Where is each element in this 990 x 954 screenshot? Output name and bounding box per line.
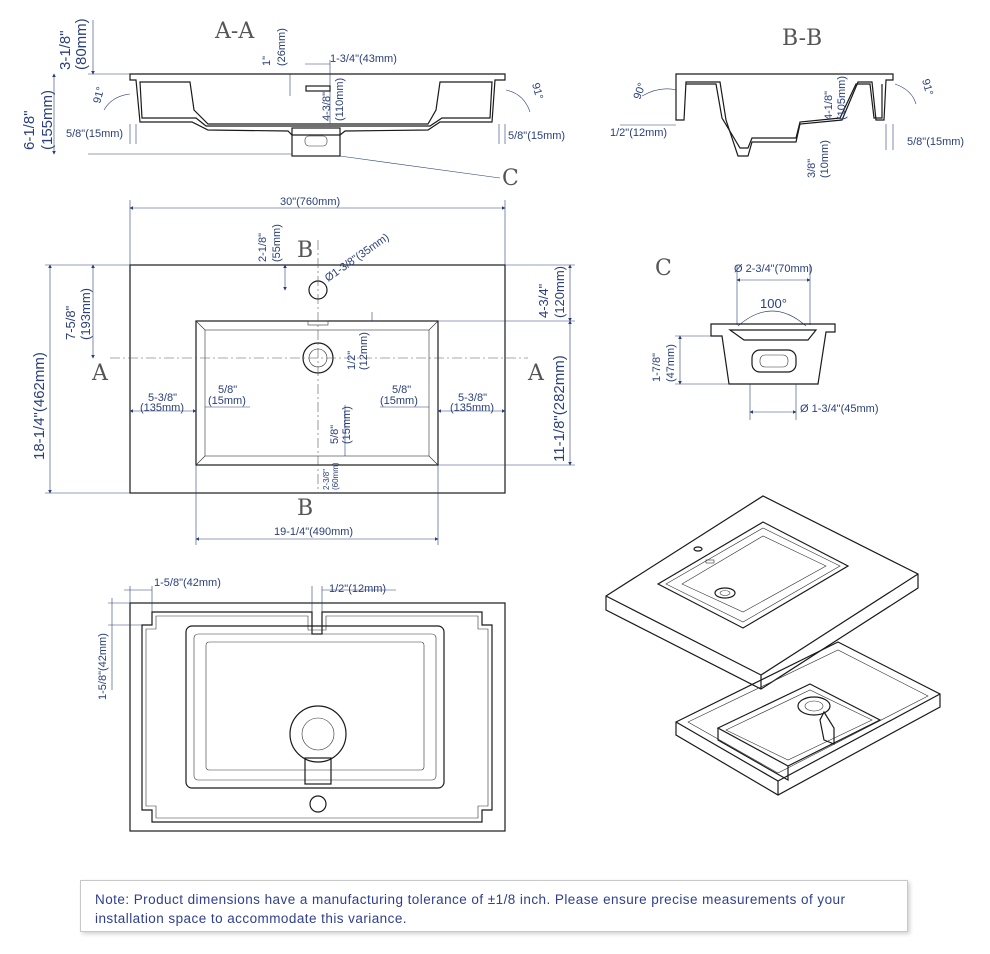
top-tap-mm: (55mm) bbox=[271, 224, 283, 262]
aa-total-mm: (155mm) bbox=[39, 90, 56, 150]
top-back: 7-5/8" bbox=[63, 305, 78, 340]
top-depth: 18-1/4"(462mm) bbox=[31, 352, 48, 460]
aa-depth: 4-3/8" bbox=[321, 92, 333, 121]
section-b-bottom: B bbox=[297, 496, 313, 521]
c-height-mm: (47mm) bbox=[665, 344, 677, 382]
top-front-lip-mm: (60mm) bbox=[331, 462, 340, 490]
bottom-view: 1-5/8"(42mm) 1/2"(12mm) 1-5/8"(42mm) bbox=[97, 577, 506, 832]
section-b-top: B bbox=[297, 238, 313, 263]
top-side-right-mm: (135mm) bbox=[450, 402, 494, 414]
top-hole: Ø1-3/8"(35mm) bbox=[323, 231, 392, 284]
top-inset-right-mm: (15mm) bbox=[380, 395, 418, 407]
bb-drain: 3/8" bbox=[806, 159, 818, 178]
top-plan-view: B B A A 30"(760mm) 2-1/8" (55mm) Ø1-3/8"… bbox=[31, 196, 575, 545]
isometric-top-view bbox=[605, 495, 919, 690]
c-height: 1-7/8" bbox=[651, 353, 663, 382]
section-aa-title: A-A bbox=[214, 19, 255, 44]
bottom-notch: 1-5/8"(42mm) bbox=[154, 577, 221, 589]
section-bb-title: B-B bbox=[782, 26, 822, 51]
bb-angle-right: 91° bbox=[919, 78, 935, 97]
top-inset-left-mm: (15mm) bbox=[208, 395, 246, 407]
aa-tap-top-mm: (26mm) bbox=[276, 28, 288, 66]
tolerance-note: Note: Product dimensions have a manufact… bbox=[80, 880, 908, 932]
top-bowl-depth: 11-1/8"(282mm) bbox=[551, 355, 568, 462]
top-front-lip: 2-3/8" bbox=[322, 469, 331, 490]
bb-lip: 1/2"(12mm) bbox=[610, 127, 667, 139]
aa-height-mm: (80mm) bbox=[73, 18, 90, 70]
top-bowl-width: 19-1/4"(490mm) bbox=[274, 526, 353, 538]
aa-tap-offset: 1-3/4"(43mm) bbox=[330, 53, 397, 65]
top-half-mm: (12mm) bbox=[358, 332, 370, 370]
bb-drain-mm: (10mm) bbox=[819, 140, 831, 178]
aa-angle-right: 91° bbox=[529, 82, 545, 101]
top-front: 4-3/4" bbox=[536, 283, 551, 318]
top-width: 30"(760mm) bbox=[280, 196, 340, 208]
top-half: 1/2" bbox=[346, 351, 358, 370]
aa-angle-left: 91° bbox=[91, 86, 107, 105]
top-bottom-inset: 5/8" bbox=[329, 425, 341, 444]
aa-lip-left: 5/8"(15mm) bbox=[66, 128, 123, 140]
bb-depth: 4-1/8" bbox=[823, 91, 835, 120]
c-outlet: Ø 1-3/4"(45mm) bbox=[800, 403, 878, 415]
top-bottom-inset-mm: (15mm) bbox=[341, 406, 353, 444]
aa-depth-mm: (110mm) bbox=[334, 78, 346, 121]
c-diameter: Ø 2-3/4"(70mm) bbox=[734, 263, 812, 275]
aa-height-label: 3-1/8" bbox=[57, 30, 74, 70]
isometric-bottom-view bbox=[675, 641, 941, 796]
section-a-right: A bbox=[527, 361, 545, 386]
detail-c-view: C Ø 2-3/4"(70mm) 100° 1-7/8" (47mm) Ø 1-… bbox=[651, 256, 878, 420]
top-side-right: 5-3/8" bbox=[458, 392, 487, 404]
aa-tap-top: 1" bbox=[261, 56, 273, 66]
note-text: Note: Product dimensions have a manufact… bbox=[95, 892, 846, 926]
detail-c-title: C bbox=[655, 256, 672, 281]
section-aa-view: A-A 3-1/8" (80mm) 6-1/8" (155mm) 5/8"(15… bbox=[21, 18, 565, 191]
top-front-mm: (120mm) bbox=[552, 266, 567, 318]
technical-drawing: A-A 3-1/8" (80mm) 6-1/8" (155mm) 5/8"(15… bbox=[21, 18, 964, 832]
bottom-side: 1-5/8"(42mm) bbox=[97, 633, 109, 700]
bottom-slot: 1/2"(12mm) bbox=[329, 583, 386, 595]
section-a-left: A bbox=[91, 361, 109, 386]
detail-c-ref: C bbox=[502, 166, 519, 191]
aa-total-label: 6-1/8" bbox=[21, 110, 38, 150]
section-bb-view: B-B 1/2"(12mm) 4-1/8" (105mm) 3/8" (10mm… bbox=[610, 26, 964, 178]
top-inset-right: 5/8" bbox=[392, 384, 411, 396]
top-tap: 2-1/8" bbox=[257, 233, 269, 262]
bb-depth-mm: (105mm) bbox=[836, 76, 848, 120]
top-side-left-mm: (135mm) bbox=[140, 402, 184, 414]
bb-lip-right: 5/8"(15mm) bbox=[907, 136, 964, 148]
aa-lip-right: 5/8"(15mm) bbox=[508, 130, 565, 142]
top-inset-left: 5/8" bbox=[218, 384, 237, 396]
top-side-left: 5-3/8" bbox=[148, 392, 177, 404]
c-angle: 100° bbox=[760, 296, 787, 311]
top-back-mm: (193mm) bbox=[78, 288, 93, 340]
bb-angle-left: 90° bbox=[632, 81, 649, 101]
